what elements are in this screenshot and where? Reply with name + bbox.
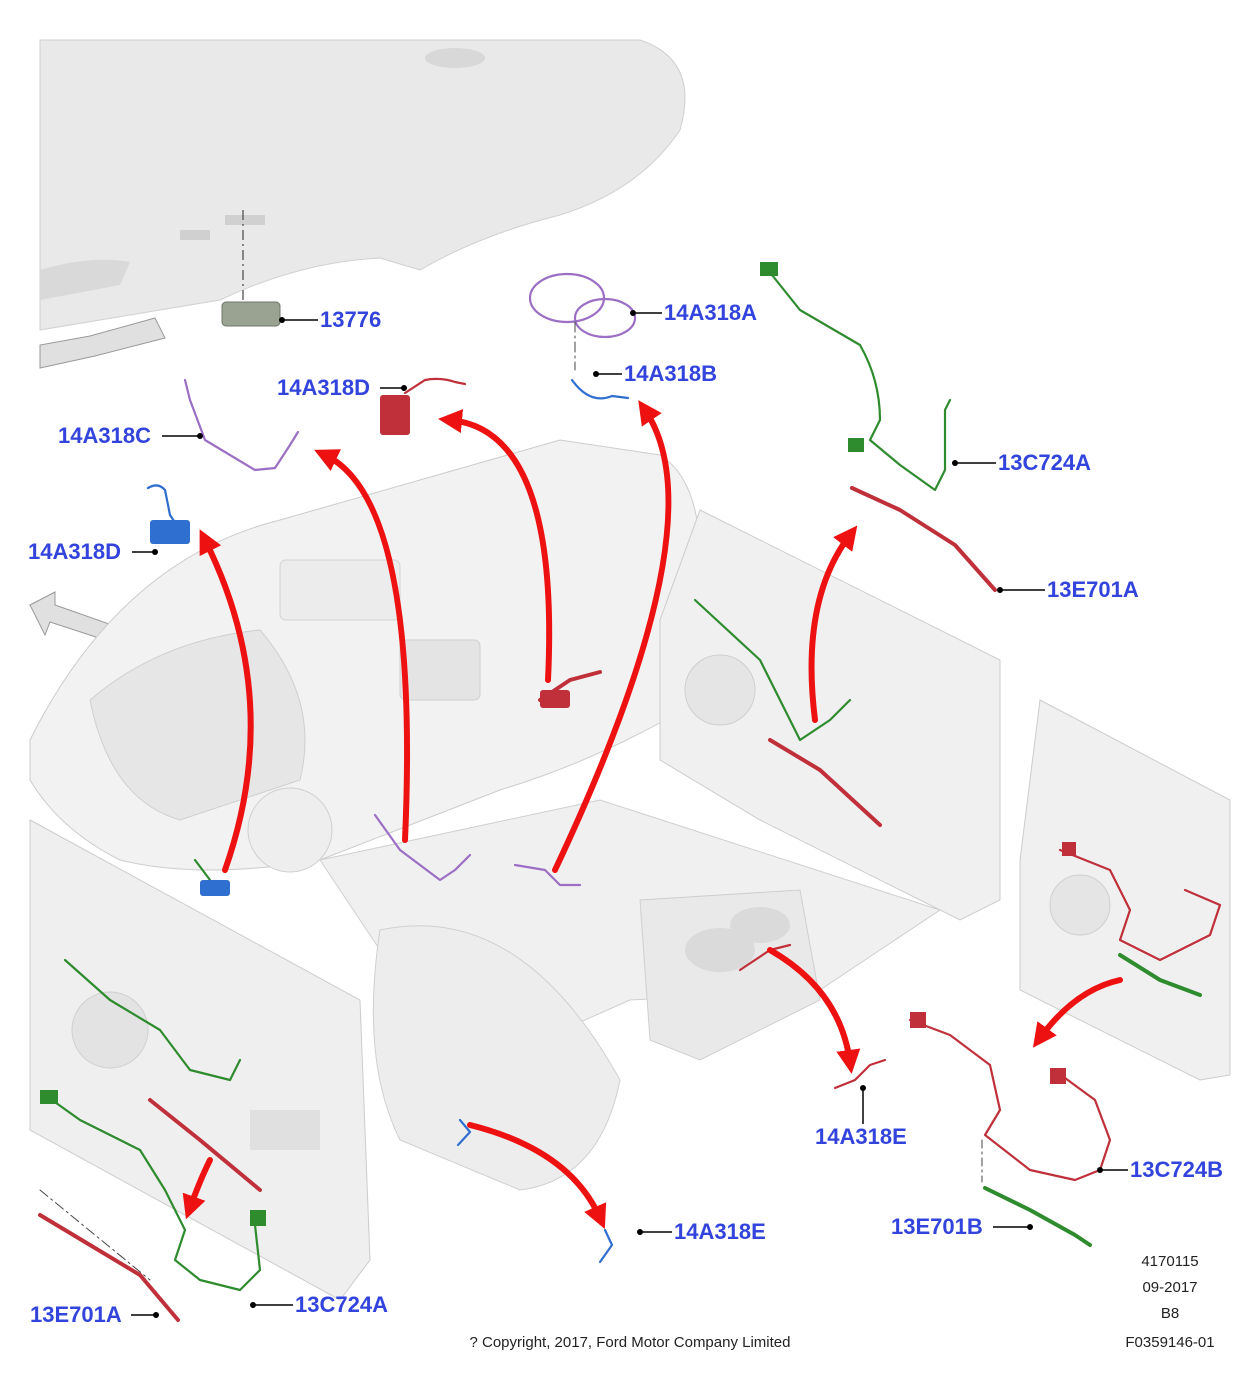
headliner-panel bbox=[39, 39, 686, 331]
callout-13C724B: 13C724B bbox=[1130, 1157, 1223, 1182]
illustration-number: 4170115 bbox=[1141, 1253, 1199, 1270]
callout-14A318B: 14A318B bbox=[624, 361, 717, 386]
harness-14A318E-center bbox=[833, 1058, 887, 1090]
callout-13C724A-right: 13C724A bbox=[998, 450, 1091, 475]
callout-14A318D-left: 14A318D bbox=[28, 539, 121, 564]
harness-14A318E-bottom bbox=[598, 1228, 614, 1264]
illustration-revision: B8 bbox=[1160, 1305, 1180, 1322]
seat-cushion bbox=[372, 925, 621, 1191]
illustration-date: 09-2017 bbox=[1142, 1279, 1198, 1296]
callout-14A318E-bottom: 14A318E bbox=[674, 1219, 766, 1244]
harness-14A318D-left bbox=[146, 484, 182, 532]
callout-14A318D-top: 14A318D bbox=[277, 375, 370, 400]
harness-13C724B bbox=[908, 1018, 1112, 1182]
connector-blocks bbox=[40, 262, 1076, 1226]
callout-13E701B: 13E701B bbox=[891, 1214, 983, 1239]
leader-lines bbox=[131, 312, 1128, 1316]
callout-13E701A-bottom: 13E701A bbox=[30, 1302, 122, 1327]
callout-13776: 13776 bbox=[320, 307, 382, 332]
instrument-panel bbox=[29, 439, 701, 873]
harness-13C724A-right bbox=[766, 268, 952, 492]
figure-code: F0359146-01 bbox=[1125, 1334, 1215, 1351]
harness-14A318C bbox=[183, 378, 300, 472]
harness-14A318D-top bbox=[403, 377, 467, 395]
callout-13C724A-bottom: 13C724A bbox=[295, 1292, 388, 1317]
harness-14A318B bbox=[570, 378, 630, 400]
front-direction-arrow-top bbox=[39, 317, 166, 369]
front-right-door bbox=[659, 509, 1001, 921]
harness-13C724A-bottom bbox=[43, 1093, 262, 1292]
harness-14A318A bbox=[528, 272, 637, 339]
callout-14A318A: 14A318A bbox=[664, 300, 757, 325]
callout-14A318C: 14A318C bbox=[58, 423, 151, 448]
callout-13E701A-right: 13E701A bbox=[1047, 577, 1139, 602]
leader-dots bbox=[152, 310, 1103, 1318]
installation-arrows bbox=[182, 400, 1123, 1229]
copyright-notice: ? Copyright, 2017, Ford Motor Company Li… bbox=[469, 1334, 791, 1351]
callout-14A318E-center: 14A318E bbox=[815, 1124, 907, 1149]
dome-lamp-part bbox=[221, 301, 281, 327]
harness-13E701A-right bbox=[850, 486, 997, 592]
harness-13E701A-bottom bbox=[38, 1213, 180, 1322]
harness-13E701B bbox=[983, 1186, 1092, 1247]
